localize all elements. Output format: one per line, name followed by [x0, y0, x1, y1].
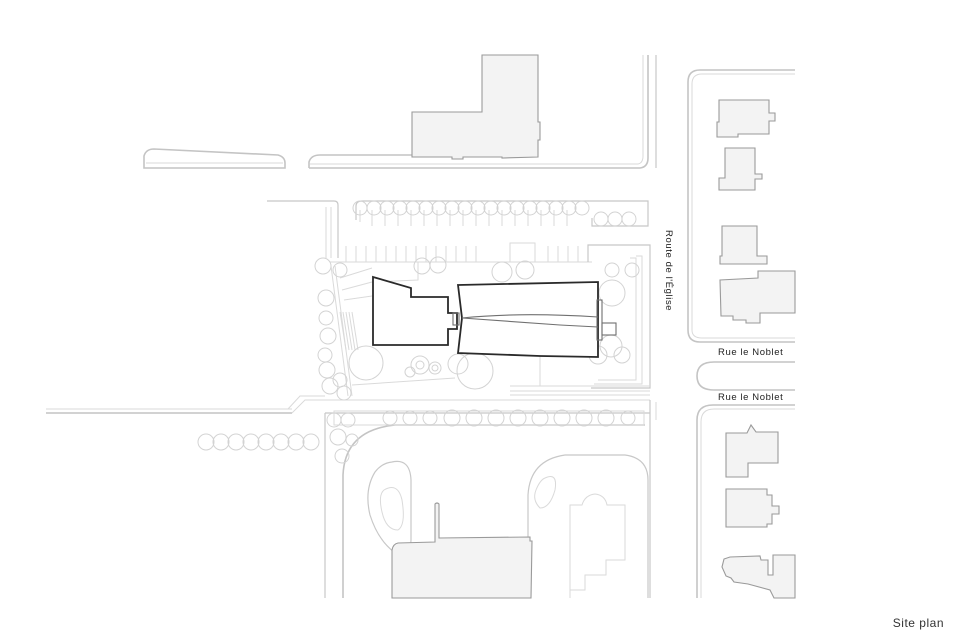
project-west-wing: [372, 275, 458, 346]
house: [719, 225, 768, 265]
label-rue-noblet-north: Rue le Noblet: [718, 347, 783, 358]
street-labels: Route de l'Église Rue le Noblet Rue le N…: [663, 230, 783, 403]
south-building: [391, 502, 533, 599]
house: [725, 423, 779, 478]
roads: [46, 55, 657, 598]
east-block-south: [696, 361, 796, 599]
house: [719, 270, 796, 324]
house: [718, 147, 763, 191]
figure-caption: Site plan: [892, 616, 944, 630]
label-route-eglise: Route de l'Église: [663, 230, 674, 311]
north-building: [411, 54, 541, 160]
house: [716, 99, 776, 138]
south-block: [197, 409, 649, 599]
roof-ridge-south: [461, 317, 599, 328]
east-block-north: [687, 69, 796, 343]
house: [725, 488, 780, 528]
house: [721, 554, 796, 599]
project-building: [372, 275, 617, 358]
north-block: [143, 54, 649, 169]
label-rue-noblet-south: Rue le Noblet: [718, 392, 783, 403]
roof-ridge-north: [461, 314, 599, 319]
project-site: [267, 200, 651, 401]
